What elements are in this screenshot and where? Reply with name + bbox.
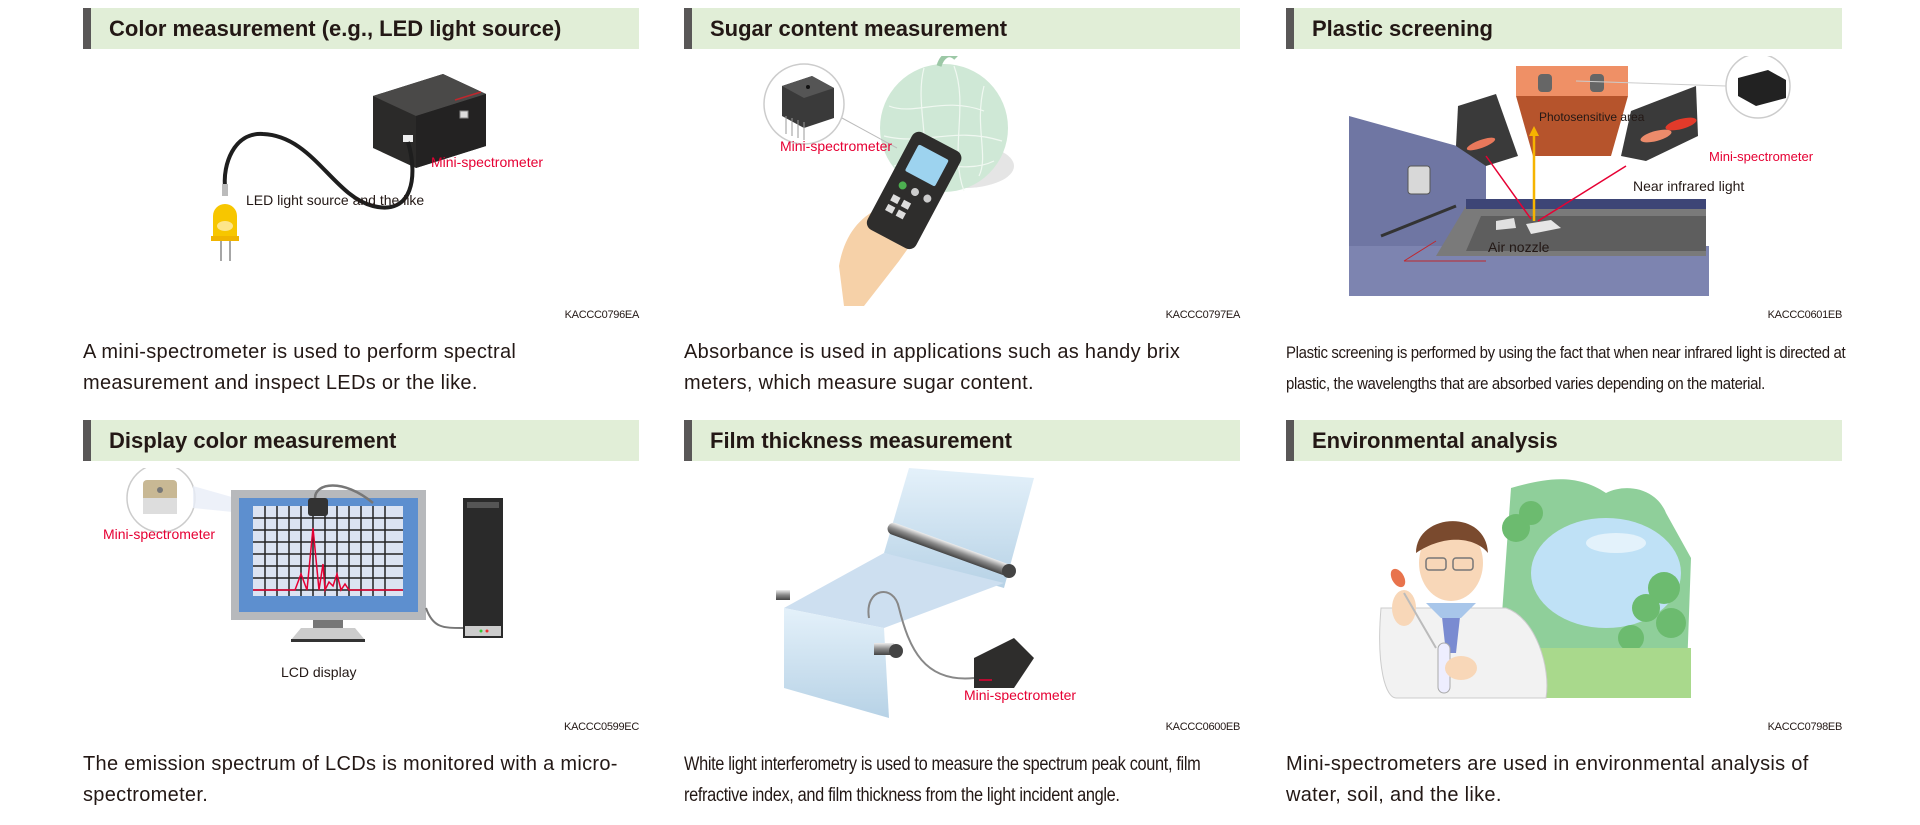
spectrometer-led-icon <box>211 74 486 261</box>
card-environmental-analysis: Environmental analysis <box>1286 420 1842 825</box>
figure-code: KACCC0601EB <box>1767 309 1843 321</box>
spectrometer-label: Mini-spectrometer <box>1709 149 1814 164</box>
description: Absorbance is used in applications such … <box>684 341 1181 394</box>
description: Plastic screening is performed by using … <box>1286 343 1846 393</box>
spectrometer-label: Mini-spectrometer <box>780 138 893 154</box>
section-header: Environmental analysis <box>1286 420 1842 461</box>
section-header: Sugar content measurement <box>684 8 1240 49</box>
film-roller-illustration: Mini-spectrometer <box>684 468 1240 718</box>
description: Mini-spectrometers are used in environme… <box>1286 753 1809 806</box>
header-accent-bar <box>684 8 692 49</box>
brix-meter-illustration: Mini-spectrometer <box>684 52 1240 306</box>
section-title: Color measurement (e.g., LED light sourc… <box>109 16 562 41</box>
spectrometer-label: Mini-spectrometer <box>964 687 1077 703</box>
spectrometer-label: Mini-spectrometer <box>431 154 544 170</box>
header-accent-bar <box>83 8 91 49</box>
plastic-sorting-illustration: Photosensitive area Mini-spectrometer Ne… <box>1286 53 1842 306</box>
lcd-monitor-icon <box>126 463 503 642</box>
section-title: Environmental analysis <box>1312 428 1558 453</box>
header-accent-bar <box>1286 8 1294 49</box>
section-title: Film thickness measurement <box>710 428 1013 453</box>
photosensitive-label: Photosensitive area <box>1539 110 1645 124</box>
header-accent-bar <box>83 420 91 461</box>
header-accent-bar <box>1286 420 1294 461</box>
led-label: LED light source and the like <box>246 192 425 208</box>
card-plastic-screening: Plastic screening <box>1286 8 1846 413</box>
air-nozzle-label: Air nozzle <box>1488 239 1550 255</box>
description: A mini-spectrometer is used to perform s… <box>83 341 517 394</box>
section-title: Display color measurement <box>109 428 397 453</box>
card-film-thickness: Film thickness measurement Mini <box>684 420 1240 825</box>
description: The emission spectrum of LCDs is monitor… <box>83 753 618 806</box>
section-header: Film thickness measurement <box>684 420 1240 461</box>
card-sugar-content: Sugar content measurement <box>684 8 1240 413</box>
header-accent-bar <box>684 420 692 461</box>
figure-code: KACCC0599EC <box>564 721 639 733</box>
near-infrared-label: Near infrared light <box>1633 178 1745 194</box>
card-display-color: Display color measurement <box>83 420 639 825</box>
figure-code: KACCC0797EA <box>1165 309 1241 321</box>
scientist-lake-illustration <box>1286 468 1842 718</box>
spectrometer-label: Mini-spectrometer <box>103 526 216 542</box>
figure-code: KACCC0798EB <box>1767 721 1843 733</box>
scientist-lake-icon <box>1379 479 1691 699</box>
film-roller-icon <box>776 468 1034 718</box>
led-measurement-illustration: Mini-spectrometer LED light source and t… <box>83 56 639 306</box>
lcd-display-label: LCD display <box>281 664 357 680</box>
section-header: Plastic screening <box>1286 8 1842 49</box>
section-header: Color measurement (e.g., LED light sourc… <box>83 8 639 49</box>
melon-brix-meter-icon <box>763 52 1014 306</box>
section-title: Sugar content measurement <box>710 16 1008 41</box>
figure-code: KACCC0796EA <box>564 309 640 321</box>
card-color-measurement: Color measurement (e.g., LED light sourc… <box>83 8 639 413</box>
figure-code: KACCC0600EB <box>1165 721 1241 733</box>
section-header: Display color measurement <box>83 420 639 461</box>
section-title: Plastic screening <box>1312 16 1493 41</box>
sorting-machine-icon <box>1349 53 1791 296</box>
description: White light interferometry is used to me… <box>684 754 1201 806</box>
lcd-monitor-illustration: Mini-spectrometer LCD display <box>83 463 639 718</box>
